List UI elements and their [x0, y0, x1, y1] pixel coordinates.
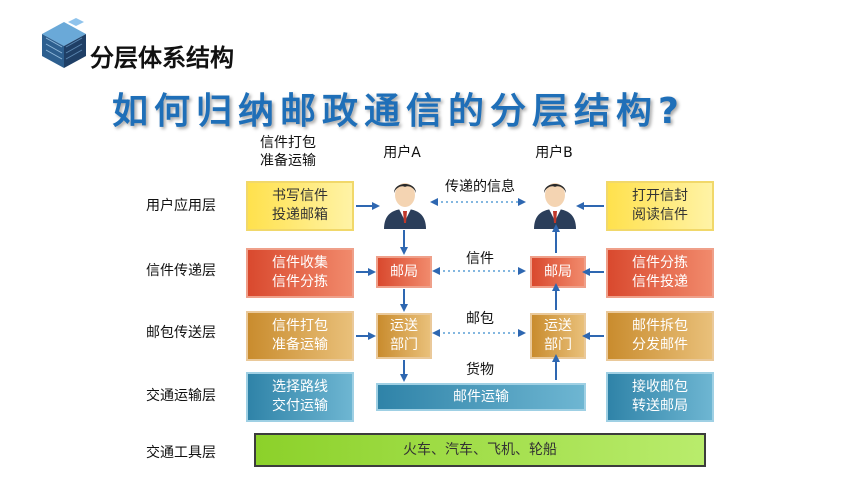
- left-box-transport-line2: 交付运输: [272, 398, 328, 414]
- left-box-app-line1: 书写信件: [272, 188, 328, 204]
- transport-dept-a: 运送部门: [376, 313, 432, 359]
- right-box-letter-line2: 信件投递: [632, 274, 688, 290]
- user-b-person-icon: [532, 175, 578, 229]
- layer-label-vehicle: 交通工具层: [146, 445, 216, 461]
- left-box-letter-line2: 信件分拣: [272, 274, 328, 290]
- right-box-transport-line2: 转送邮局: [632, 398, 688, 414]
- left-box-transport: 选择路线交付运输: [246, 372, 354, 422]
- mail-transport-bar: 邮件运输: [376, 383, 586, 411]
- transport-dept-a-line2: 部门: [390, 337, 418, 353]
- left-box-parcel: 信件打包准备运输: [246, 311, 354, 361]
- right-box-app: 打开信封阅读信件: [606, 181, 714, 231]
- post-office-b: 邮局: [530, 256, 586, 288]
- note-line-2: 准备运输: [260, 153, 316, 169]
- user-a-person-icon: [382, 175, 428, 229]
- left-box-parcel-line1: 信件打包: [272, 318, 328, 334]
- left-box-app: 书写信件投递邮箱: [246, 181, 354, 231]
- main-heading: 如何归纳邮政通信的分层结构?: [112, 91, 685, 132]
- page-title: 分层体系结构: [90, 44, 234, 72]
- transport-dept-b-line1: 运送: [544, 318, 572, 334]
- right-box-transport: 接收邮包转送邮局: [606, 372, 714, 422]
- logo-cube-icon: [36, 16, 92, 72]
- layer-label-app: 用户应用层: [146, 198, 216, 214]
- right-box-transport-line1: 接收邮包: [632, 379, 688, 395]
- note-line-1: 信件打包: [260, 135, 316, 151]
- transport-dept-a-line1: 运送: [390, 318, 418, 334]
- layer-label-letter: 信件传递层: [146, 263, 216, 279]
- note-top-left: 信件打包 准备运输: [248, 134, 328, 170]
- user-b-label: 用户B: [535, 145, 573, 161]
- right-box-letter: 信件分拣信件投递: [606, 248, 714, 298]
- transport-dept-b: 运送部门: [530, 313, 586, 359]
- post-office-a: 邮局: [376, 256, 432, 288]
- right-box-parcel: 邮件拆包分发邮件: [606, 311, 714, 361]
- left-box-letter: 信件收集信件分拣: [246, 248, 354, 298]
- flow-label-goods: 货物: [466, 362, 494, 378]
- left-box-parcel-line2: 准备运输: [272, 337, 328, 353]
- layer-label-transport: 交通运输层: [146, 388, 216, 404]
- user-a-label: 用户A: [383, 145, 421, 161]
- right-box-letter-line1: 信件分拣: [632, 255, 688, 271]
- right-box-parcel-line1: 邮件拆包: [632, 318, 688, 334]
- flow-label-letter: 信件: [466, 251, 494, 267]
- right-box-app-line1: 打开信封: [632, 188, 688, 204]
- left-box-app-line2: 投递邮箱: [272, 207, 328, 223]
- transport-dept-b-line2: 部门: [544, 337, 572, 353]
- flow-label-parcel: 邮包: [466, 311, 494, 327]
- right-box-app-line2: 阅读信件: [632, 207, 688, 223]
- left-box-letter-line1: 信件收集: [272, 255, 328, 271]
- flow-label-info: 传递的信息: [445, 179, 515, 195]
- layer-label-parcel: 邮包传送层: [146, 325, 216, 341]
- vehicles-bar: 火车、汽车、飞机、轮船: [254, 433, 706, 467]
- left-box-transport-line1: 选择路线: [272, 379, 328, 395]
- right-box-parcel-line2: 分发邮件: [632, 337, 688, 353]
